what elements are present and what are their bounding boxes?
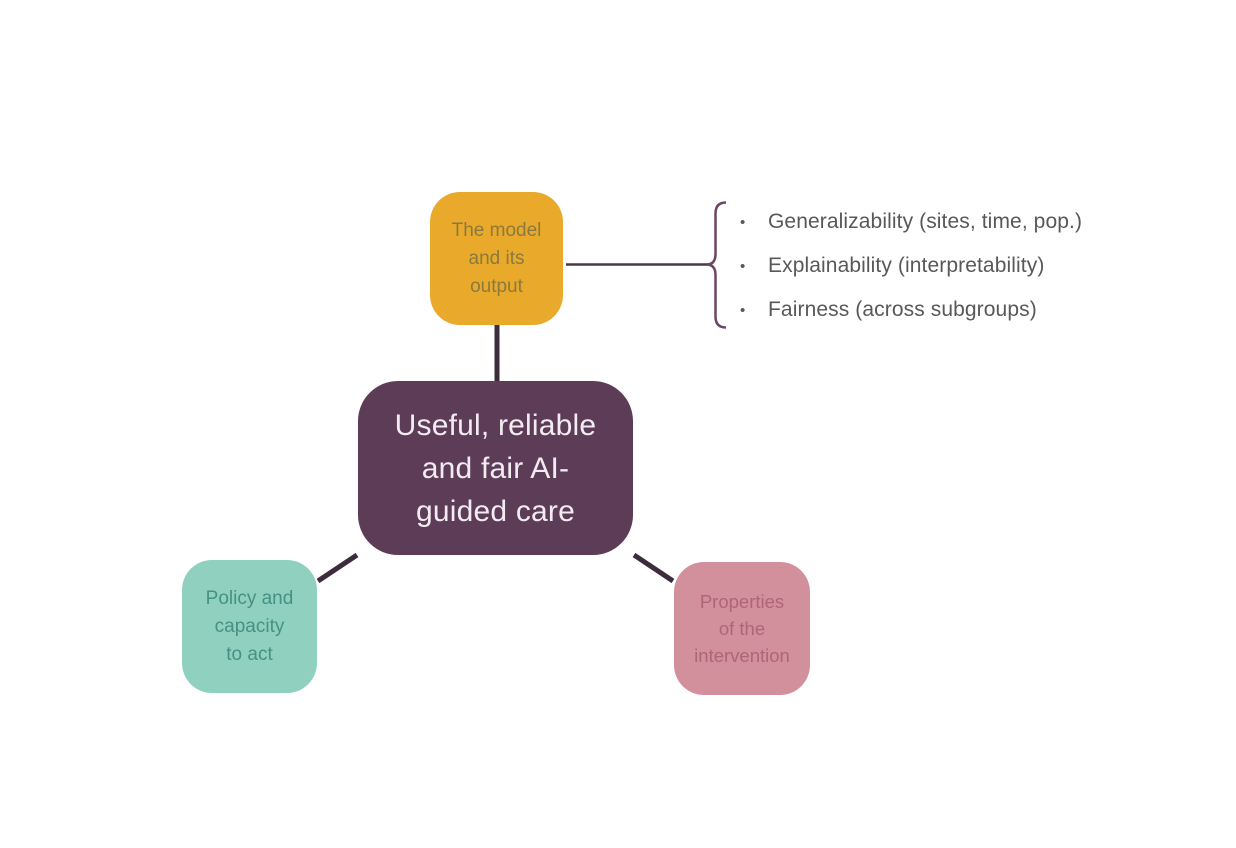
node-label-line: output xyxy=(470,275,523,297)
node-label-line: and its xyxy=(468,247,525,269)
bullet-icon: • xyxy=(740,301,746,319)
node-intervention-properties: Properties of the intervention xyxy=(674,562,810,695)
list-item: • Fairness (across subgroups) xyxy=(734,288,1214,332)
node-central-goal: Useful, reliable and fair AI- guided car… xyxy=(358,381,633,555)
node-label-line: Useful, reliable xyxy=(394,408,597,442)
bullet-icon: • xyxy=(740,257,746,275)
node-label-line: The model xyxy=(451,219,542,241)
list-item-label: Generalizability (sites, time, pop.) xyxy=(768,210,1083,233)
node-label-line: and fair AI- xyxy=(421,451,570,485)
connector-center-bottom-left xyxy=(316,552,359,584)
node-label-line: guided care xyxy=(416,494,575,528)
list-item-label: Fairness (across subgroups) xyxy=(768,298,1037,321)
node-label-line: Policy and xyxy=(205,587,294,609)
brace-icon xyxy=(706,201,727,329)
list-item: • Generalizability (sites, time, pop.) xyxy=(734,200,1214,244)
model-properties-list: • Generalizability (sites, time, pop.) •… xyxy=(734,200,1214,332)
node-policy-capacity: Policy and capacity to act xyxy=(182,560,317,693)
node-label-line: to act xyxy=(226,643,273,665)
node-label-line: Properties xyxy=(699,591,785,612)
node-label-line: intervention xyxy=(694,645,790,666)
node-model-output: The model and its output xyxy=(430,192,563,325)
list-item: • Explainability (interpretability) xyxy=(734,244,1214,288)
connector-center-bottom-right xyxy=(632,552,675,584)
list-item-label: Explainability (interpretability) xyxy=(768,254,1045,277)
bullet-icon: • xyxy=(740,213,746,231)
node-label-line: of the xyxy=(718,618,766,639)
node-label-line: capacity xyxy=(214,615,285,637)
